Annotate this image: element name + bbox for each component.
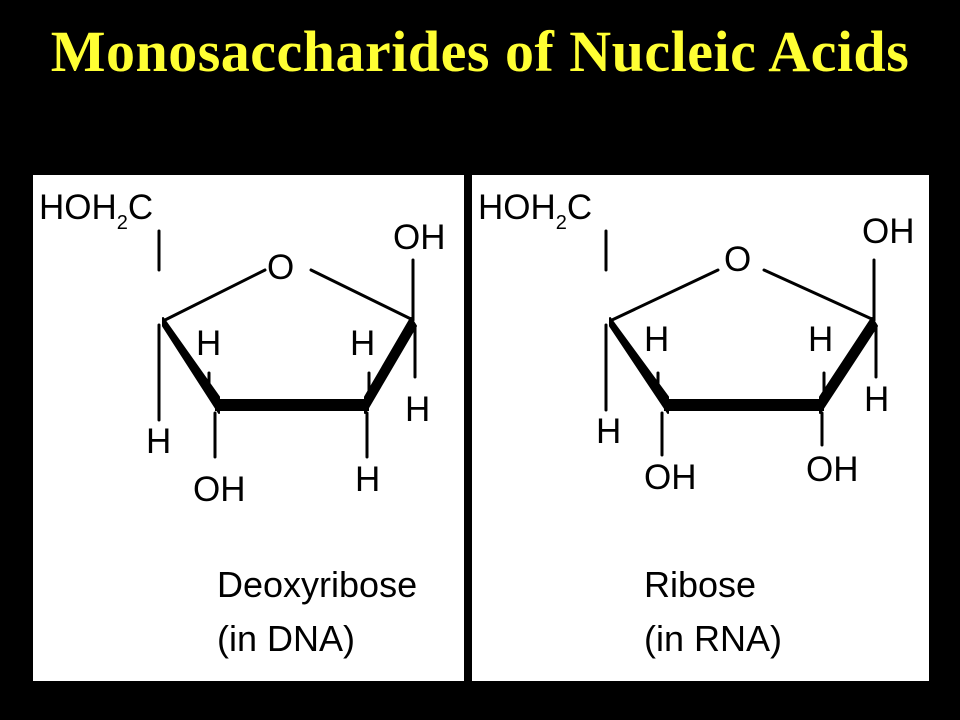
c1-oh-label: OH (393, 218, 446, 257)
c4-h-label: H (146, 422, 171, 461)
c1-oh-label: OH (862, 212, 915, 251)
bond-c4-o (163, 268, 267, 322)
c2-bottom-label: OH (806, 450, 859, 489)
c3-h-label: H (196, 324, 221, 363)
c3-bottom-label: OH (193, 470, 246, 509)
bond-o-c1 (762, 268, 876, 322)
c4-h-label: H (596, 412, 621, 451)
caption-note: (in RNA) (644, 618, 782, 659)
c5-group-label: HOH2C (478, 188, 592, 234)
c3-bottom-label: OH (644, 458, 697, 497)
caption-name: Deoxyribose (217, 564, 417, 605)
c1-h-label: H (864, 380, 889, 419)
c1-h-label: H (405, 390, 430, 429)
caption-note: (in DNA) (217, 618, 355, 659)
c5-group-label: HOH2C (39, 188, 153, 234)
c2-h-label: H (350, 324, 375, 363)
wedge-c4-c3 (162, 317, 220, 414)
ribose-panel: HOH2C O OH H H H H OH OH Ribose (in RNA) (472, 175, 929, 681)
ring-oxygen-label: O (267, 248, 294, 287)
caption-name: Ribose (644, 564, 756, 605)
slide-title: Monosaccharides of Nucleic Acids (50, 19, 910, 84)
ribose-structure: HOH2C O OH H H H H OH OH Ribose (in RNA) (478, 188, 915, 659)
deoxyribose-structure: HOH2C O OH H H H H OH H Deoxyribose (in … (39, 188, 446, 659)
bond-c4-o (610, 268, 720, 322)
deoxyribose-panel: HOH2C O OH H H H H OH H Deoxyribose (in … (33, 175, 464, 681)
c2-bottom-label: H (355, 460, 380, 499)
c2-h-label: H (808, 320, 833, 359)
ring-oxygen-label: O (724, 240, 751, 279)
c3-h-label: H (644, 320, 669, 359)
bond-o-c1 (309, 268, 415, 322)
wedge-c4-c3 (609, 317, 669, 414)
